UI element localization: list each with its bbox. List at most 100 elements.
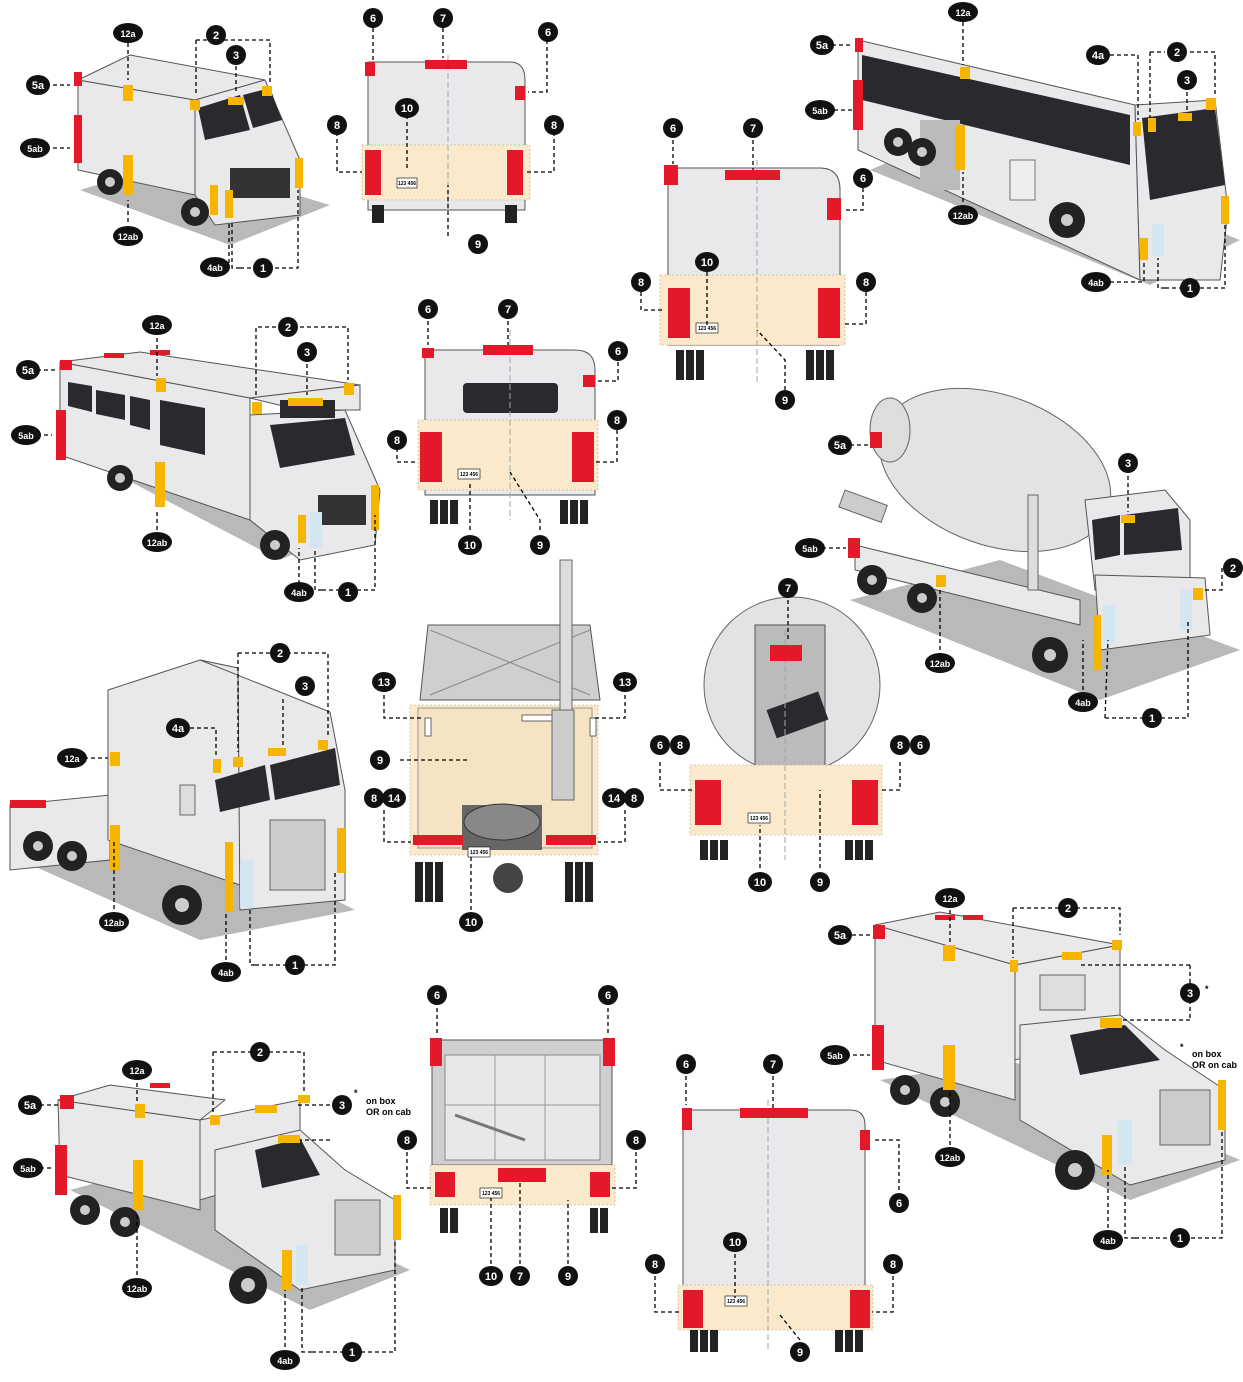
callout-badge-label: 8 bbox=[404, 1135, 410, 1147]
callout-badge-label: 1 bbox=[345, 587, 351, 599]
callout-badge-label: 12a bbox=[149, 321, 165, 331]
callout-badge-5a: 5a bbox=[828, 435, 852, 455]
callout-badge-label: 2 bbox=[1174, 47, 1180, 59]
note-line-2: OR on cab bbox=[1192, 1060, 1238, 1070]
box-truck-rear-illustration: 123 456 bbox=[678, 1100, 873, 1352]
callout-badge-5a: 5a bbox=[828, 925, 852, 945]
callout-badge-label: 3 bbox=[339, 1100, 345, 1112]
callout-badge-14: 14 bbox=[602, 788, 626, 808]
callout-badge-label: 1 bbox=[349, 1347, 355, 1359]
callout-badge-label: 10 bbox=[754, 877, 766, 889]
note-line-1: on box bbox=[1192, 1049, 1222, 1059]
callout-badge-4ab: 4ab bbox=[284, 582, 314, 602]
callout-badge-label: 8 bbox=[371, 793, 377, 805]
callout-badge-8: 8 bbox=[397, 1130, 417, 1150]
callout-badge-label: 2 bbox=[1230, 563, 1236, 575]
callout-badge-1: 1 bbox=[1180, 278, 1200, 298]
callout-badge-2: 2 bbox=[278, 317, 298, 337]
callout-badge-label: 3 bbox=[304, 347, 310, 359]
callout-badge-label: 14 bbox=[608, 793, 621, 805]
callout-badge-label: 4ab bbox=[291, 588, 307, 598]
callout-badge-label: 1 bbox=[1187, 283, 1193, 295]
callout-badge-label: 12ab bbox=[953, 211, 974, 221]
plate-text: 123 456 bbox=[698, 326, 716, 332]
note-line-2: OR on cab bbox=[366, 1107, 412, 1117]
callout-badge-9: 9 bbox=[790, 1342, 810, 1362]
callout-badge-5ab: 5ab bbox=[820, 1045, 850, 1065]
callout-badge-label: 8 bbox=[631, 793, 637, 805]
callout-badge-9: 9 bbox=[775, 390, 795, 410]
callout-badge-9: 9 bbox=[530, 535, 550, 555]
callout-badge-6: 6 bbox=[910, 735, 930, 755]
callout-badge-8: 8 bbox=[645, 1254, 665, 1274]
cement-mixer-illustration bbox=[839, 358, 1240, 700]
callout-badge-8: 8 bbox=[607, 410, 627, 430]
plate-text: 123 456 bbox=[750, 816, 768, 822]
callout-badge-label: 9 bbox=[377, 755, 383, 767]
callout-badge-label: 6 bbox=[425, 304, 431, 316]
callout-badge-label: 4ab bbox=[1075, 698, 1091, 708]
callout-badge-1: 1 bbox=[1170, 1228, 1190, 1248]
callout-badge-label: 10 bbox=[701, 257, 713, 269]
callout-badge-label: 9 bbox=[782, 395, 788, 407]
callout-badge-label: 7 bbox=[517, 1271, 523, 1283]
callout-badge-2: 2 bbox=[1167, 42, 1187, 62]
callout-badge-label: 12ab bbox=[940, 1153, 961, 1163]
callout-badge-label: 10 bbox=[464, 540, 476, 552]
callout-badge-6: 6 bbox=[650, 735, 670, 755]
callout-badge-label: 1 bbox=[1177, 1233, 1183, 1245]
callout-badge-1: 1 bbox=[338, 582, 358, 602]
callout-badge-3: 3 bbox=[1118, 453, 1138, 473]
callout-badge-label: 13 bbox=[378, 677, 390, 689]
callout-badge-5a: 5a bbox=[18, 1095, 42, 1115]
callout-badge-label: 4a bbox=[1092, 50, 1105, 62]
callout-badge-8: 8 bbox=[856, 272, 876, 292]
callout-badge-label: 6 bbox=[917, 740, 923, 752]
callout-badge-8: 8 bbox=[890, 735, 910, 755]
callout-badge-label: 1 bbox=[1149, 713, 1155, 725]
callout-badge-label: 12a bbox=[120, 29, 136, 39]
callout-badge-6: 6 bbox=[608, 341, 628, 361]
callout-badge-label: 8 bbox=[652, 1259, 658, 1271]
callout-badge-label: 10 bbox=[729, 1237, 741, 1249]
callout-badge-10: 10 bbox=[458, 535, 482, 555]
callout-badge-label: 8 bbox=[614, 415, 620, 427]
callout-badge-7: 7 bbox=[510, 1266, 530, 1286]
callout-badge-label: 2 bbox=[277, 648, 283, 660]
callout-badge-8: 8 bbox=[670, 735, 690, 755]
callout-badge-label: 8 bbox=[394, 435, 400, 447]
callout-badge-label: 5a bbox=[816, 40, 829, 52]
note-asterisk: * bbox=[1180, 1042, 1184, 1052]
callout-badge-label: 3 bbox=[1187, 988, 1193, 1000]
callout-badge-label: 3 bbox=[1184, 75, 1190, 87]
note-line-1: on box bbox=[366, 1096, 396, 1106]
callout-badge-label: 10 bbox=[485, 1271, 497, 1283]
callout-badge-4a: 4a bbox=[1086, 45, 1110, 65]
callout-badge-label: 1 bbox=[292, 960, 298, 972]
callout-badge-12a: 12a bbox=[57, 748, 87, 768]
callout-badge-label: 3 bbox=[1125, 458, 1131, 470]
callout-badge-label: 2 bbox=[1065, 903, 1071, 915]
callout-badge-4ab: 4ab bbox=[211, 962, 241, 982]
callout-badge-7: 7 bbox=[498, 299, 518, 319]
callout-badge-label: 5a bbox=[834, 440, 847, 452]
callout-badge-label: 7 bbox=[440, 13, 446, 25]
callout-badge-10: 10 bbox=[459, 912, 483, 932]
callout-badge-label: 4ab bbox=[207, 263, 223, 273]
callout-badge-label: 9 bbox=[565, 1271, 571, 1283]
bus-rear-illustration: 123 456 bbox=[660, 160, 845, 385]
callout-badge-label: 14 bbox=[388, 793, 401, 805]
callout-badge-label: 9 bbox=[537, 540, 543, 552]
callout-badge-label: 6 bbox=[670, 123, 676, 135]
callout-badge-10: 10 bbox=[723, 1232, 747, 1252]
callout-badge-4ab: 4ab bbox=[270, 1350, 300, 1370]
callout-badge-6: 6 bbox=[538, 22, 558, 42]
callout-badge-5a: 5a bbox=[26, 75, 50, 95]
callout-badge-label: 6 bbox=[860, 173, 866, 185]
callout-badge-label: 6 bbox=[434, 990, 440, 1002]
callout-badge-2: 2 bbox=[1058, 898, 1078, 918]
callout-badge-label: 5a bbox=[22, 365, 35, 377]
callout-badge-label: 5a bbox=[834, 930, 847, 942]
callout-badge-label: 3 bbox=[302, 681, 308, 693]
